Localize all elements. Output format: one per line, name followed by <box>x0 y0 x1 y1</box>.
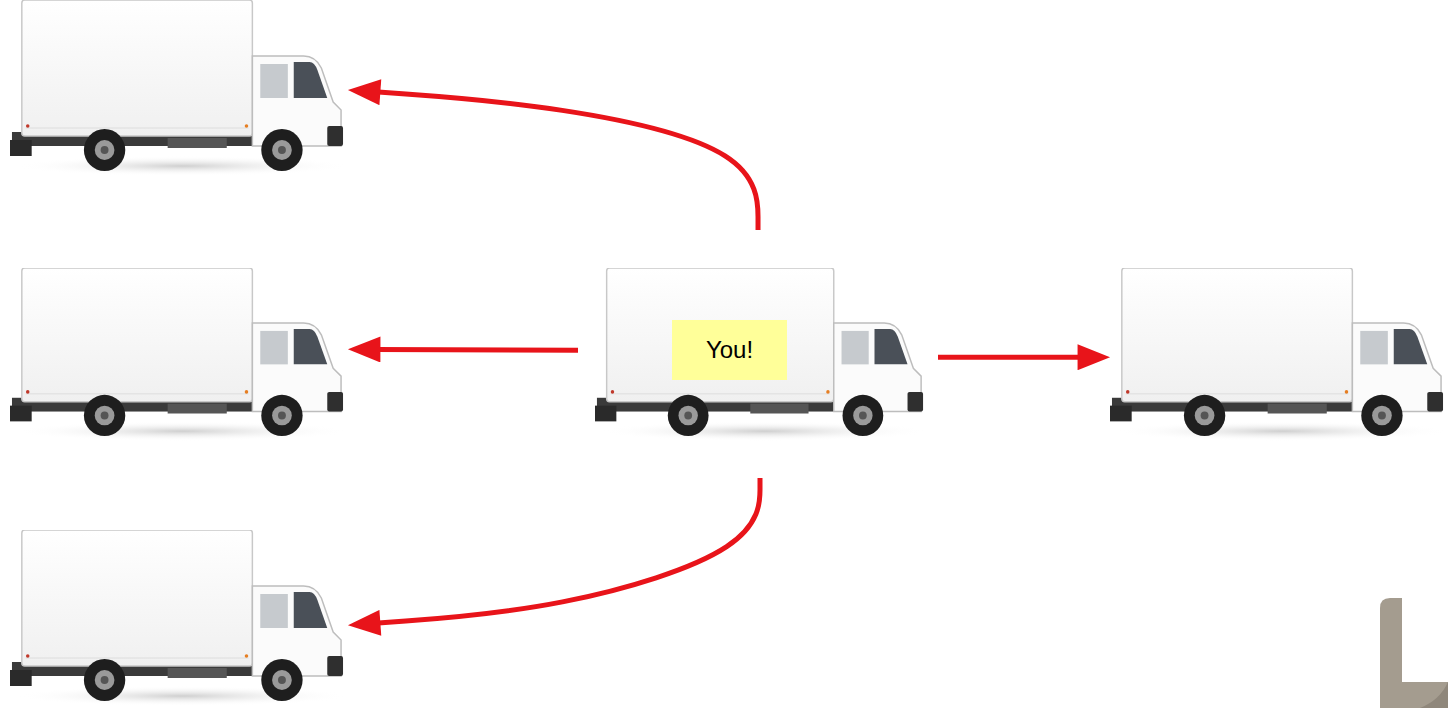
node-label: You! <box>672 320 787 380</box>
truck-node <box>10 530 345 708</box>
truck-node <box>1110 268 1445 443</box>
truck-shape <box>10 268 350 441</box>
truck-node <box>10 0 345 178</box>
truck-shape <box>10 530 350 706</box>
arrow-connector <box>375 92 758 230</box>
truck-illustration <box>10 530 345 708</box>
arrow-connector <box>375 347 578 353</box>
truck-illustration <box>10 268 345 443</box>
arrow-connector <box>375 478 760 623</box>
truck-node <box>10 268 345 443</box>
truck-shape <box>595 268 930 441</box>
logo-shade <box>1420 682 1448 708</box>
truck-shape <box>10 0 350 176</box>
truck-shape <box>1110 268 1448 441</box>
arrow-connector <box>938 355 1083 360</box>
truck-illustration <box>1110 268 1445 443</box>
truck-illustration <box>10 0 345 178</box>
truck-node: You! <box>595 268 925 443</box>
logo-fragment <box>1380 598 1448 708</box>
logo-cutout <box>1402 598 1448 682</box>
